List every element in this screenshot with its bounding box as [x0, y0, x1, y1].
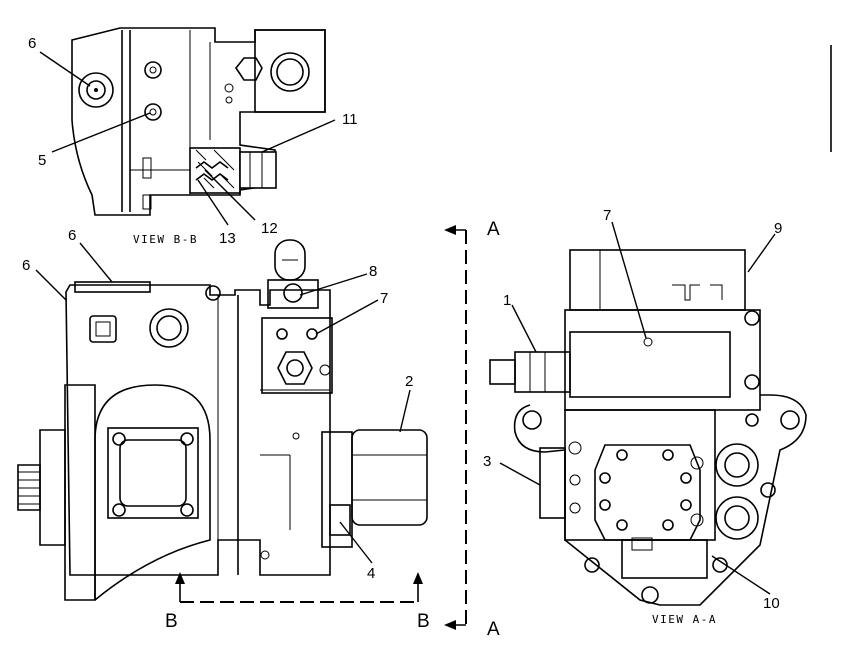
section-b-right-letter: B [417, 611, 430, 632]
callout-aa-7: 7 [603, 207, 611, 224]
callout-bb-11: 11 [342, 111, 358, 128]
callout-aa-3: 3 [483, 453, 491, 470]
view-aa-drawing [489, 249, 807, 606]
section-a-top-letter: A [487, 219, 500, 240]
view-aa-leaders [499, 221, 776, 595]
callout-side-4: 4 [367, 565, 375, 582]
view-bb-drawing [71, 27, 326, 216]
side-view-leaders [35, 242, 411, 564]
view-bb-leaders [39, 51, 336, 226]
section-bb-indicator [175, 572, 423, 603]
callout-aa-9: 9 [774, 220, 782, 237]
callout-side-8: 8 [369, 263, 377, 280]
side-view-drawing [17, 239, 428, 601]
view-bb-label: VIEW B-B [133, 233, 198, 246]
callout-side-6a: 6 [68, 227, 76, 244]
callout-aa-10: 10 [763, 595, 780, 612]
callout-aa-1: 1 [503, 292, 511, 309]
section-aa-indicator [444, 225, 467, 630]
section-b-left-letter: B [165, 611, 178, 632]
callout-side-6b: 6 [22, 257, 30, 274]
view-aa-label: VIEW A-A [652, 613, 717, 626]
callout-side-7: 7 [380, 290, 388, 307]
callout-bb-12: 12 [261, 220, 278, 237]
callout-bb-6: 6 [28, 35, 36, 52]
callout-bb-5: 5 [38, 152, 46, 169]
section-a-bottom-letter: A [487, 619, 500, 640]
callout-bb-13: 13 [219, 230, 236, 247]
callout-side-2: 2 [405, 373, 413, 390]
